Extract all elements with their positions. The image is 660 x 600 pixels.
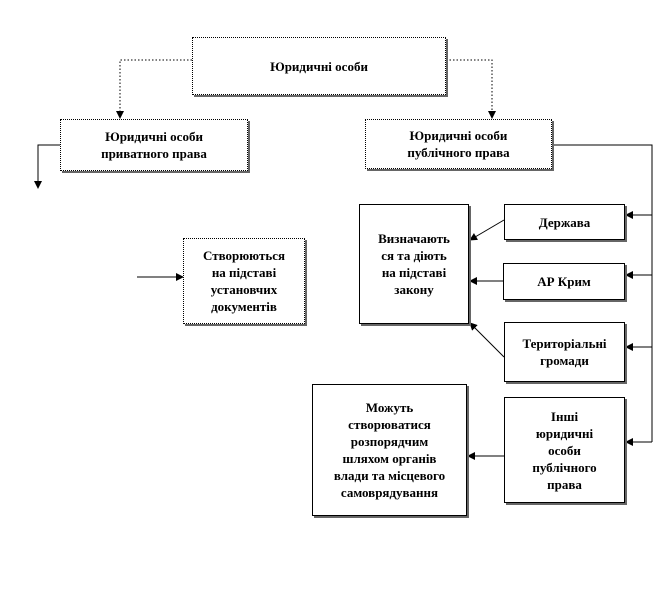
- arrow-root-public: [446, 59, 496, 119]
- node-other-public-label: Інші юридичні особи публічного права: [532, 408, 597, 492]
- node-created-by-docs: Створюються на підставі установчих докум…: [183, 238, 305, 324]
- node-other-public: Інші юридичні особи публічного права: [504, 397, 625, 503]
- node-crimea-label: АР Крим: [537, 274, 591, 289]
- public-bus-line: [552, 144, 653, 442]
- node-private-law: Юридичні особи приватного права: [60, 119, 248, 171]
- node-crimea: АР Крим: [503, 263, 625, 300]
- node-legal-entities: Юридичні особи: [192, 37, 446, 95]
- node-legal-entities-label: Юридичні особи: [270, 58, 368, 74]
- node-private-law-label: Юридичні особи приватного права: [101, 129, 207, 161]
- node-created-by-order: Можуть створюватися розпорядчим шляхом о…: [312, 384, 467, 516]
- node-state: Держава: [504, 204, 625, 240]
- node-created-by-docs-label: Створюються на підставі установчих докум…: [202, 248, 286, 314]
- node-public-law: Юридичні особи публічного права: [365, 119, 552, 169]
- node-defined-by-law-label: Визначають ся та діють на підставі закон…: [378, 231, 450, 297]
- arrow-state-law: [469, 219, 505, 241]
- node-state-label: Держава: [538, 214, 591, 230]
- arrow-root-private: [116, 59, 192, 119]
- node-communities-label: Територіальні громади: [522, 336, 607, 368]
- node-public-law-label: Юридичні особи публічного права: [407, 128, 510, 160]
- node-created-by-order-label: Можуть створюватися розпорядчим шляхом о…: [333, 400, 446, 500]
- arrow-private-down: [34, 144, 60, 189]
- node-communities: Територіальні громади: [504, 322, 625, 382]
- arrow-communities-law: [469, 322, 505, 358]
- node-defined-by-law: Визначають ся та діють на підставі закон…: [359, 204, 469, 324]
